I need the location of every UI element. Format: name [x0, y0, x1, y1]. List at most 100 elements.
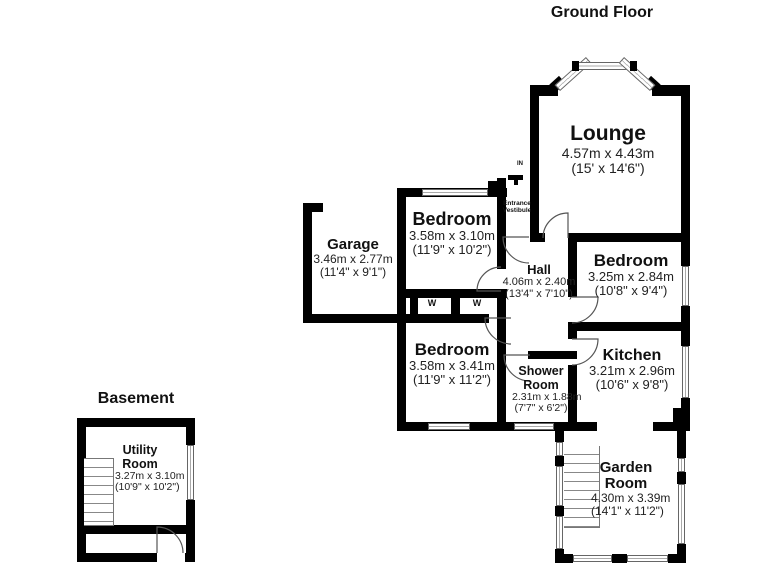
kitchen-label: Kitchen 3.21m x 2.96m (10'6" x 9'8") — [589, 347, 675, 392]
wall — [497, 296, 506, 316]
wall — [530, 85, 558, 96]
garden-window — [556, 442, 563, 456]
shower-name: Shower Room — [518, 364, 564, 392]
wall — [397, 289, 507, 298]
door-arc-vestibule — [502, 236, 530, 264]
hall-metric: 4.06m x 2.40m — [502, 276, 576, 289]
wall — [677, 430, 686, 458]
wall — [397, 422, 597, 431]
door-arc-kitchen — [571, 338, 599, 366]
entrance-in-marker: IN — [517, 161, 523, 167]
bedroom2-name: Bedroom — [593, 251, 669, 270]
vestibule-label: Entrance Vestibule — [499, 200, 535, 214]
garden-window — [678, 458, 685, 472]
wall — [555, 456, 564, 466]
wall — [185, 553, 195, 562]
garden-window — [556, 466, 563, 506]
bedroom1-window — [422, 189, 488, 196]
wall — [497, 237, 506, 269]
wardrobe-marker: W — [427, 298, 437, 308]
wall — [186, 418, 195, 445]
shower-metric: 2.31m x 1.88m — [512, 391, 582, 403]
wall — [530, 233, 545, 242]
basement-title: Basement — [97, 390, 175, 407]
hall-label: Hall 4.06m x 2.40m (13'4" x 7'10") — [502, 262, 576, 301]
wall — [84, 525, 195, 534]
bedroom3-name: Bedroom — [414, 340, 490, 359]
lounge-name: Lounge — [570, 122, 646, 145]
bedroom1-label: Bedroom 3.58m x 3.10m (11'9" x 10'2") — [409, 209, 495, 258]
front-door — [514, 180, 518, 185]
wall — [568, 365, 577, 430]
basement-staircase — [84, 458, 114, 526]
garden-label: Garden Room 4.30m x 3.39m (14'1" x 11'2"… — [591, 459, 671, 519]
bedroom2-imperial: (10'8" x 9'4") — [594, 283, 668, 299]
wall — [410, 296, 418, 316]
wall — [555, 426, 564, 442]
bedroom1-name: Bedroom — [412, 209, 492, 229]
garden-metric: 4.30m x 3.39m — [591, 491, 671, 506]
wall — [451, 296, 460, 316]
bedroom2-metric: 3.25m x 2.84m — [588, 269, 674, 285]
shower-window — [514, 423, 554, 430]
bedroom3-window — [428, 423, 470, 430]
garage-name: Garage — [327, 236, 379, 253]
kitchen-window — [682, 346, 689, 398]
bedroom3-imperial: (11'9" x 11'2") — [412, 372, 492, 388]
hall-imperial: (13'4" x 7'10") — [505, 287, 573, 300]
wall — [303, 203, 312, 322]
door-arc-lounge — [542, 212, 569, 239]
wall — [677, 472, 686, 484]
lounge-metric: 4.57m x 4.43m — [561, 144, 655, 161]
garden-name: Garden Room — [599, 459, 653, 493]
garage-metric: 3.46m x 2.77m — [313, 252, 393, 267]
wall — [681, 88, 690, 266]
wall — [497, 314, 506, 430]
bedroom3-metric: 3.58m x 3.41m — [409, 358, 495, 374]
lounge-imperial: (15' x 14'6") — [571, 159, 645, 176]
wall — [652, 85, 690, 96]
wall — [555, 554, 573, 563]
shower-imperial: (7'7" x 6'2") — [514, 402, 568, 415]
garden-imperial: (14'1" x 11'2") — [591, 504, 664, 519]
garden-staircase — [564, 446, 600, 528]
utility-label: Utility Room 3.27m x 3.10m (10'9" x 10'2… — [115, 443, 184, 494]
wall — [673, 408, 684, 424]
door-arc-bedroom3 — [484, 317, 512, 345]
garden-window — [573, 555, 612, 562]
utility-window — [187, 445, 194, 500]
lounge-label: Lounge 4.57m x 4.43m (15' x 14'6") — [561, 122, 655, 176]
wall — [568, 322, 690, 331]
wall — [630, 61, 637, 71]
bedroom2-window — [682, 266, 689, 306]
garage-label: Garage 3.46m x 2.77m (11'4" x 9'1") — [313, 236, 393, 279]
ground-floor-title: Ground Floor — [550, 4, 654, 21]
front-door — [508, 175, 523, 180]
garden-window — [627, 555, 668, 562]
wall — [555, 506, 564, 516]
wall — [653, 422, 690, 431]
kitchen-metric: 3.21m x 2.96m — [589, 363, 675, 379]
wall — [568, 237, 577, 297]
wall — [397, 188, 406, 430]
door-arc-bedroom1 — [476, 266, 502, 292]
bedroom2-label: Bedroom 3.25m x 2.84m (10'8" x 9'4") — [588, 251, 674, 299]
wall — [528, 351, 577, 359]
vestibule-name: Entrance Vestibule — [502, 200, 532, 215]
wall — [77, 553, 157, 562]
wall — [397, 314, 489, 323]
utility-name: Utility Room — [122, 443, 158, 471]
wall — [568, 233, 690, 242]
wall — [612, 554, 627, 563]
hall-name: Hall — [527, 262, 551, 277]
wall — [530, 88, 539, 237]
wall — [303, 314, 406, 323]
kitchen-name: Kitchen — [602, 347, 662, 364]
bedroom3-label: Bedroom 3.58m x 3.41m (11'9" x 11'2") — [409, 340, 495, 388]
wall — [681, 398, 690, 430]
utility-imperial: (10'9" x 10'2") — [115, 481, 180, 494]
wall — [488, 181, 501, 190]
door-arc-basement — [156, 526, 184, 554]
